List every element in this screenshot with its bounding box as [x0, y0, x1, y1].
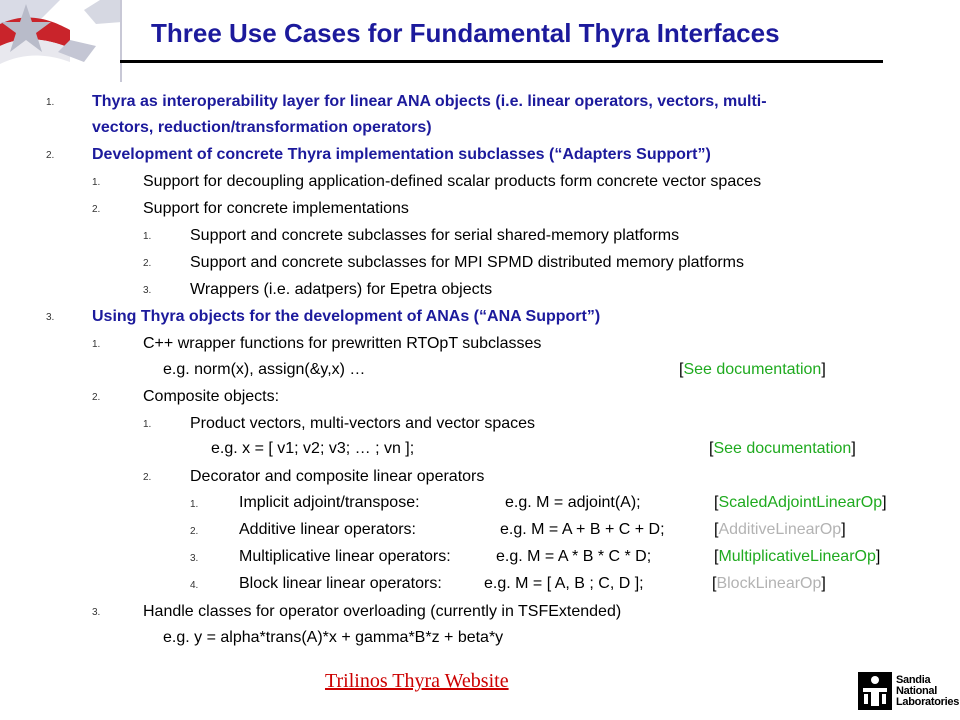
example-text: e.g. norm(x), assign(&y,x) … — [163, 361, 366, 378]
trilinos-thyra-website-link[interactable]: Trilinos Thyra Website — [325, 670, 509, 692]
item-number: 4. — [190, 580, 199, 591]
item-number: 3. — [46, 312, 55, 323]
doc-reference-link[interactable]: [See documentation] — [709, 440, 856, 457]
list-item: Implicit adjoint/transpose: — [239, 494, 420, 511]
list-item: Using Thyra objects for the development … — [92, 308, 601, 325]
flag-star-logo — [0, 0, 122, 64]
list-item: Support and concrete subclasses for seri… — [190, 227, 680, 244]
item-number: 1. — [92, 177, 101, 188]
sandia-logo-line: National — [896, 684, 937, 697]
class-reference-link[interactable]: [AdditiveLinearOp] — [714, 521, 846, 538]
list-item: Thyra as interoperability layer for line… — [92, 93, 767, 110]
list-item: Support for decoupling application-defin… — [143, 173, 762, 190]
example-text: e.g. M = adjoint(A); — [505, 494, 641, 511]
example-text: e.g. M = A * B * C * D; — [496, 548, 652, 565]
list-item-continuation: vectors, reduction/transformation operat… — [92, 119, 432, 136]
example-text: e.g. M = [ A, B ; C, D ]; — [484, 575, 644, 592]
doc-reference-link[interactable]: [See documentation] — [679, 361, 826, 378]
header-divider-vertical — [120, 0, 122, 82]
list-item: Wrappers (i.e. adatpers) for Epetra obje… — [190, 281, 493, 298]
example-text: e.g. y = alpha*trans(A)*x + gamma*B*z + … — [163, 629, 504, 646]
class-reference-link[interactable]: [ScaledAdjointLinearOp] — [714, 494, 887, 511]
sandia-logo-line: Sandia — [896, 673, 931, 686]
list-item: Decorator and composite linear operators — [190, 468, 485, 485]
item-number: 1. — [190, 499, 199, 510]
item-number: 2. — [190, 526, 199, 537]
sandia-logo-line: Laboratories — [896, 695, 960, 708]
sandia-logo: Sandia National Laboratories — [858, 672, 959, 710]
item-number: 1. — [92, 339, 101, 350]
item-number: 2. — [143, 472, 152, 483]
list-item: Handle classes for operator overloading … — [143, 603, 622, 620]
class-reference-link[interactable]: [MultiplicativeLinearOp] — [714, 548, 881, 565]
item-number: 1. — [143, 419, 152, 430]
class-reference-link[interactable]: [BlockLinearOp] — [712, 575, 826, 592]
list-item: Product vectors, multi-vectors and vecto… — [190, 415, 536, 432]
list-item: Block linear linear operators: — [239, 575, 442, 592]
list-item: Composite objects: — [143, 388, 280, 405]
list-item: Support and concrete subclasses for MPI … — [190, 254, 744, 271]
item-number: 1. — [143, 231, 152, 242]
list-item: Support for concrete implementations — [143, 200, 409, 217]
title-underline — [120, 60, 883, 63]
item-number: 3. — [143, 285, 152, 296]
item-number: 2. — [46, 150, 55, 161]
list-item: C++ wrapper functions for prewritten RTO… — [143, 335, 542, 352]
list-item: Development of concrete Thyra implementa… — [92, 146, 711, 163]
item-number: 2. — [143, 258, 152, 269]
example-text: e.g. M = A + B + C + D; — [500, 521, 665, 538]
item-number: 3. — [92, 607, 101, 618]
list-item: Multiplicative linear operators: — [239, 548, 451, 565]
item-number: 1. — [46, 97, 55, 108]
slide-title: Three Use Cases for Fundamental Thyra In… — [151, 18, 780, 48]
example-text: e.g. x = [ v1; v2; v3; … ; vn ]; — [211, 440, 415, 457]
item-number: 2. — [92, 392, 101, 403]
list-item: Additive linear operators: — [239, 521, 416, 538]
item-number: 3. — [190, 553, 199, 564]
item-number: 2. — [92, 204, 101, 215]
sandia-thunderbird-icon — [858, 672, 892, 710]
